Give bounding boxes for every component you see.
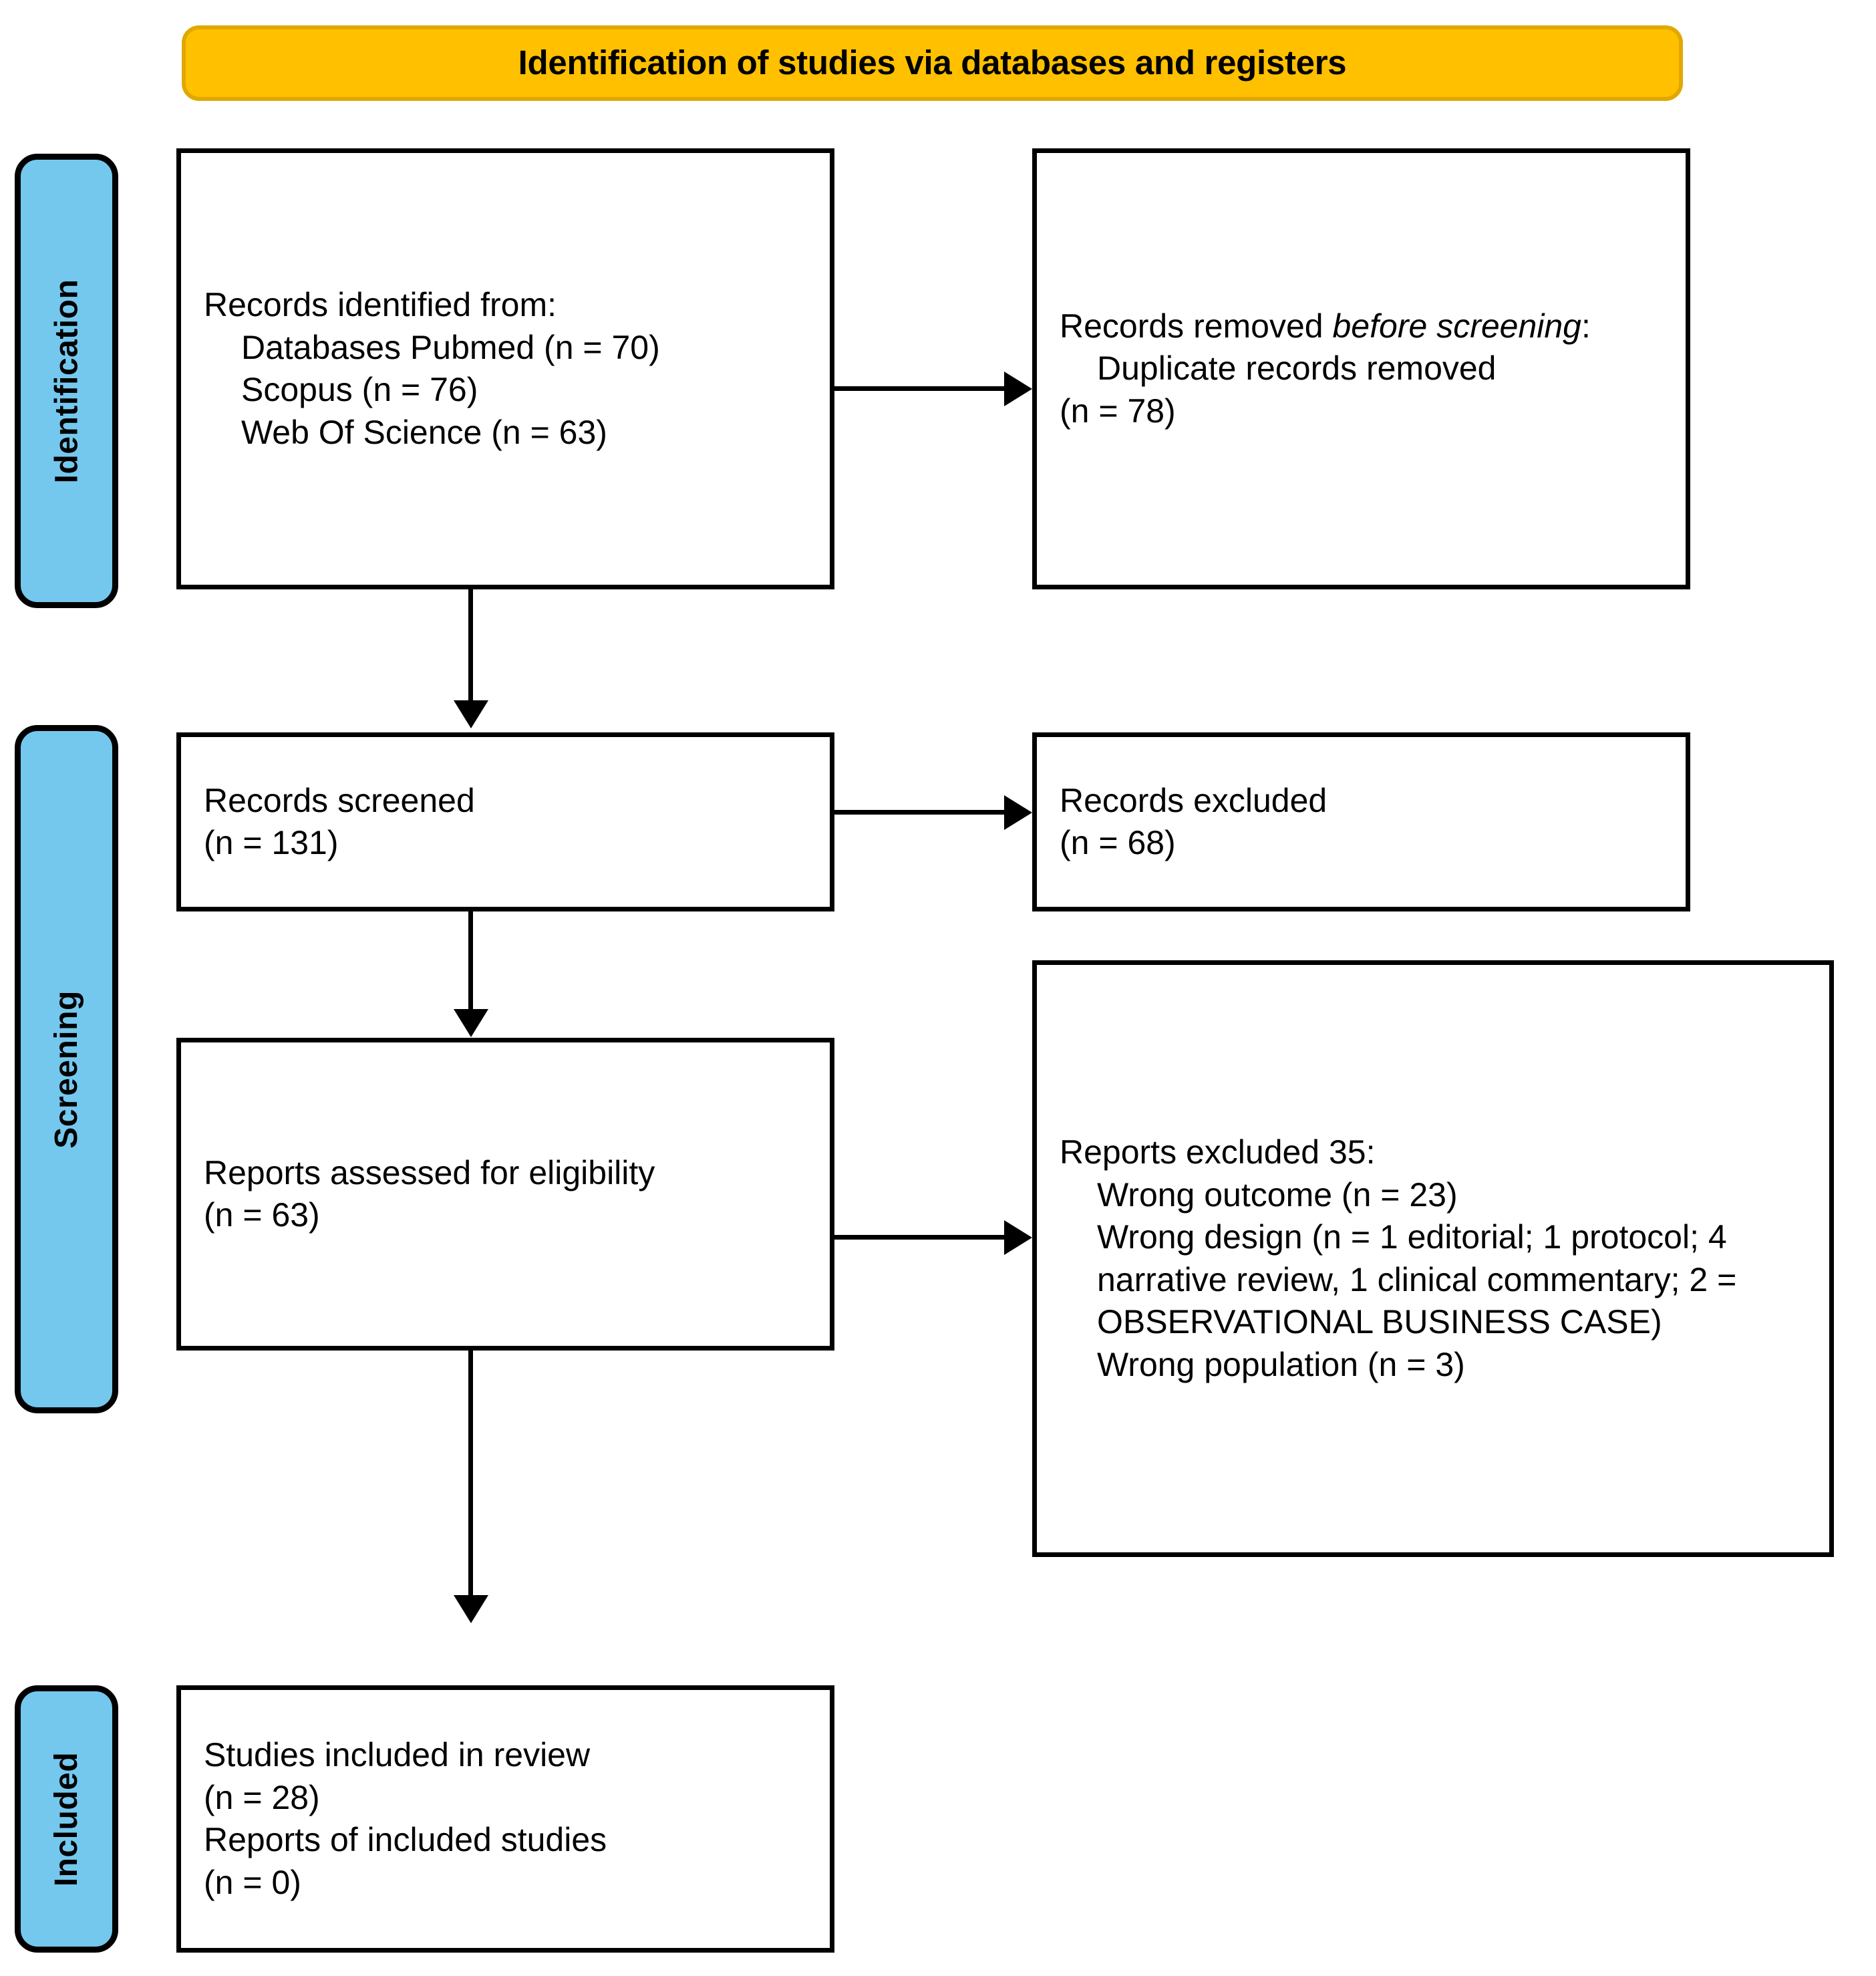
connector-identified-to-removed xyxy=(834,386,1007,391)
records-screened-line-1: (n = 131) xyxy=(204,824,339,861)
records-excluded-line-1: (n = 68) xyxy=(1060,824,1176,861)
reports-excluded-line-0: Wrong outcome (n = 23) xyxy=(1097,1175,1458,1214)
records-removed-heading: Records removed before screening: xyxy=(1060,305,1663,348)
box-studies-included-text: Studies included in review (n = 28) Repo… xyxy=(181,1734,830,1904)
stage-tab-screening-label: Screening xyxy=(49,990,85,1149)
studies-included-line-2: Reports of included studies xyxy=(204,1821,607,1858)
reports-excluded-line-2: Wrong population (n = 3) xyxy=(1097,1345,1465,1383)
reports-excluded-heading: Reports excluded 35: xyxy=(1060,1133,1376,1171)
arrowhead-identified-to-screened xyxy=(454,700,488,728)
records-removed-heading-a: Records removed xyxy=(1060,307,1333,345)
records-removed-heading-italic-1: before xyxy=(1332,307,1428,345)
box-records-excluded: Records excluded (n = 68) xyxy=(1032,732,1690,911)
arrowhead-screened-to-excluded xyxy=(1004,795,1032,830)
box-records-screened-text: Records screened (n = 131) xyxy=(181,780,830,865)
arrowhead-screened-to-assessed xyxy=(454,1009,488,1037)
records-removed-heading-italic-2: screening xyxy=(1436,307,1581,345)
records-excluded-line-0: Records excluded xyxy=(1060,781,1327,819)
records-identified-line-2: Scopus (n = 76) xyxy=(241,371,478,408)
box-records-identified-text: Records identified from: Databases Pubme… xyxy=(181,284,830,454)
studies-included-line-0: Studies included in review xyxy=(204,1736,591,1774)
reports-assessed-line-0: Reports assessed for eligibility xyxy=(204,1153,655,1191)
reports-assessed-line-1: (n = 63) xyxy=(204,1196,320,1234)
box-records-identified: Records identified from: Databases Pubme… xyxy=(176,148,834,589)
box-records-removed: Records removed before screening: Duplic… xyxy=(1032,148,1690,589)
studies-included-line-1: (n = 28) xyxy=(204,1778,320,1816)
connector-screened-to-assessed xyxy=(468,911,473,1012)
header-banner: Identification of studies via databases … xyxy=(182,25,1683,101)
box-records-screened: Records screened (n = 131) xyxy=(176,732,834,911)
records-removed-line-0: Duplicate records removed xyxy=(1097,349,1497,388)
box-records-excluded-text: Records excluded (n = 68) xyxy=(1037,780,1686,865)
arrowhead-assessed-to-reports-excluded xyxy=(1004,1220,1032,1255)
box-studies-included: Studies included in review (n = 28) Repo… xyxy=(176,1685,834,1953)
records-identified-line-3: Web Of Science (n = 63) xyxy=(241,413,607,451)
connector-assessed-to-included xyxy=(468,1351,473,1598)
records-removed-heading-colon: : xyxy=(1581,307,1591,345)
connector-assessed-to-reports-excluded xyxy=(834,1235,1007,1240)
studies-included-line-3: (n = 0) xyxy=(204,1863,301,1901)
stage-tab-identification-label: Identification xyxy=(49,279,85,483)
box-reports-excluded: Reports excluded 35: Wrong outcome (n = … xyxy=(1032,960,1834,1557)
records-identified-line-0: Records identified from: xyxy=(204,286,557,323)
arrowhead-identified-to-removed xyxy=(1004,372,1032,406)
records-identified-line-1: Databases Pubmed (n = 70) xyxy=(241,328,660,366)
stage-tab-included-label: Included xyxy=(49,1751,84,1886)
connector-screened-to-excluded xyxy=(834,810,1007,815)
header-title: Identification of studies via databases … xyxy=(518,43,1347,82)
reports-excluded-line-1: Wrong design (n = 1 editorial; 1 protoco… xyxy=(1097,1218,1737,1340)
stage-tab-screening[interactable]: Screening xyxy=(15,725,118,1413)
box-records-removed-text: Records removed before screening: Duplic… xyxy=(1037,305,1686,433)
box-reports-assessed-text: Reports assessed for eligibility (n = 63… xyxy=(181,1152,830,1237)
box-reports-assessed: Reports assessed for eligibility (n = 63… xyxy=(176,1038,834,1351)
box-reports-excluded-text: Reports excluded 35: Wrong outcome (n = … xyxy=(1037,1131,1829,1386)
stage-tab-included[interactable]: Included xyxy=(15,1685,118,1953)
records-removed-line-1: (n = 78) xyxy=(1060,392,1176,430)
records-screened-line-0: Records screened xyxy=(204,781,475,819)
arrowhead-assessed-to-included xyxy=(454,1595,488,1623)
stage-tab-identification[interactable]: Identification xyxy=(15,154,118,608)
connector-identified-to-screened xyxy=(468,589,473,703)
